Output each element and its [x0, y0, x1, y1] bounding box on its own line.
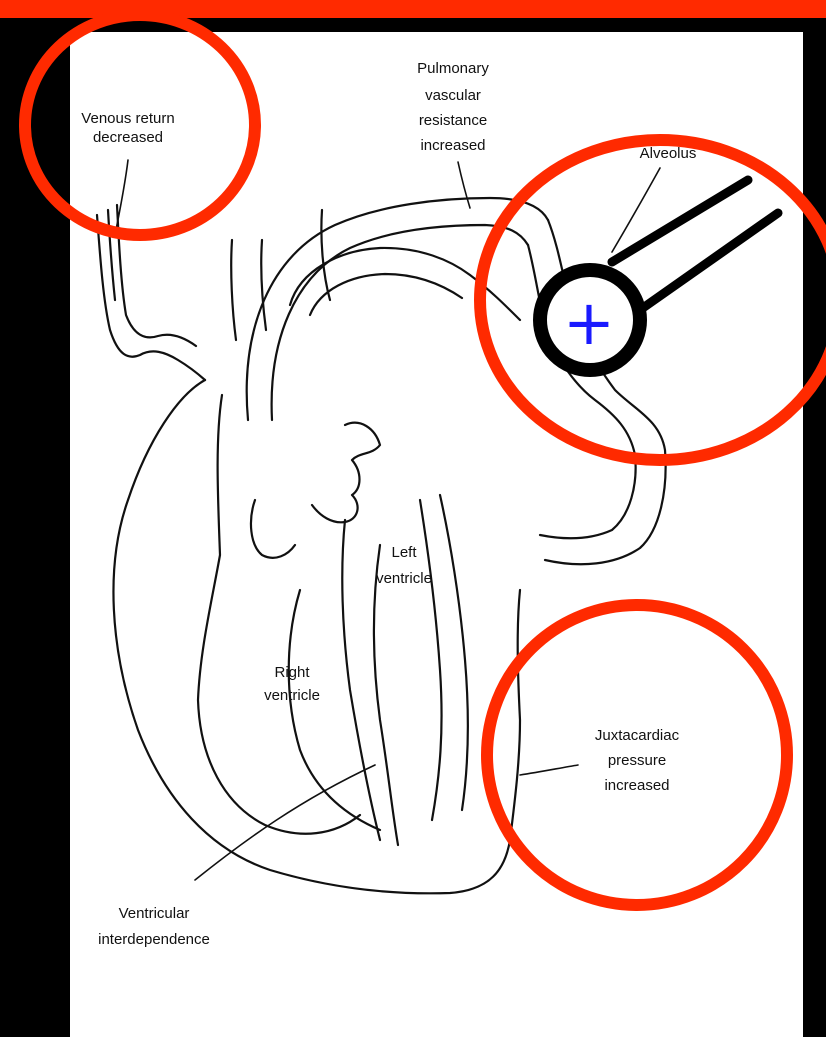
right-ventricle-wall	[198, 395, 360, 834]
vena-cava-strand	[108, 210, 115, 300]
pulmonary-trunk-inner	[310, 274, 462, 315]
left-atrium-strand-b	[261, 240, 266, 330]
crosshair-marker-icon: +	[563, 286, 615, 359]
septum-right	[374, 545, 398, 845]
interdependence-label: Ventricular	[119, 905, 190, 922]
left-ventricle-wall	[440, 495, 468, 810]
pointer-pulmonary	[458, 162, 470, 208]
diagram-labels: Venous return decreased Pulmonary vascul…	[81, 60, 696, 948]
interdependence-label-line2: interdependence	[98, 931, 210, 948]
venous-return-label-line2: decreased	[93, 129, 163, 146]
pulmonary-label-line4: increased	[420, 137, 485, 154]
pulmonary-label: Pulmonary	[417, 60, 489, 77]
juxtacardiac-label-line3: increased	[604, 777, 669, 794]
septum-left	[342, 520, 380, 840]
valve-cusps	[312, 423, 380, 523]
heart-outline	[113, 380, 520, 893]
valve-cusps-lower	[251, 500, 295, 558]
juxtacardiac-label-line2: pressure	[608, 752, 666, 769]
pointer-juxtacardiac	[520, 765, 578, 775]
left-atrium-strand-c	[321, 210, 330, 300]
pointer-venous	[115, 160, 128, 235]
left-ventricle-wall-inner	[420, 500, 442, 820]
left-ventricle-label-line2: ventricle	[376, 570, 432, 587]
left-ventricle-label: Left	[391, 544, 417, 561]
right-ventricle-label-line2: ventricle	[264, 687, 320, 704]
venous-return-label: Venous return	[81, 110, 174, 127]
left-atrium-strand-a	[231, 240, 236, 340]
apex-detail	[289, 590, 380, 830]
juxtacardiac-label: Juxtacardiac	[595, 727, 680, 744]
pulmonary-label-line3: resistance	[419, 112, 487, 129]
right-ventricle-label: Right	[274, 664, 310, 681]
pulmonary-label-line2: vascular	[425, 87, 481, 104]
